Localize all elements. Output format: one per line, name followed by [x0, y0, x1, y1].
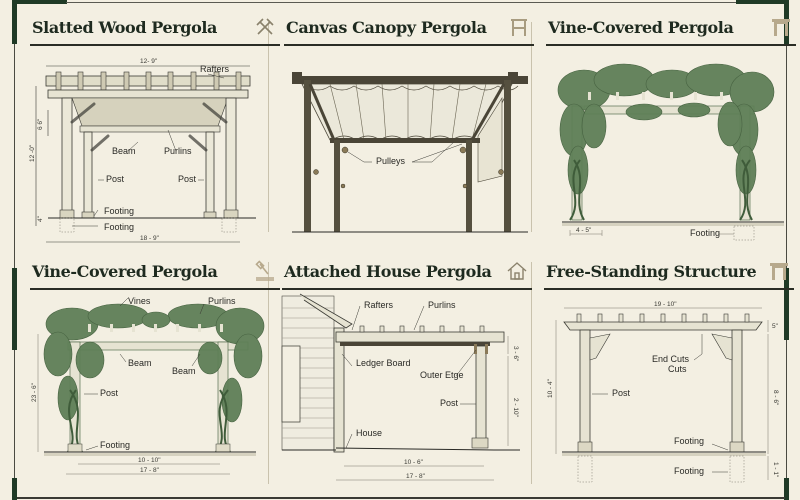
svg-text:18 - 9": 18 - 9": [140, 235, 160, 242]
frame-bar-left-top: [12, 0, 17, 44]
svg-text:12 -0": 12 -0": [29, 144, 36, 162]
svg-text:Footing: Footing: [674, 466, 704, 476]
attached-pergola-drawing: 3 - 6" 2 - 10" 10 - 6" 17 - 8" Rafters P…: [281, 293, 520, 481]
panel-free-standing-structure: Free-Standing Structure 19 - 10" 5" 10 -…: [542, 254, 800, 494]
panel-title: Slatted Wood Pergola: [32, 18, 218, 37]
svg-text:House: House: [356, 428, 382, 438]
panel-attached-house-pergola: Attached House Pergola 3 - 6" 2 - 10" 10…: [280, 254, 538, 494]
svg-text:Ledger Board: Ledger Board: [356, 358, 411, 368]
vine-pergola-drawing: 4 - 5" Footing: [557, 63, 784, 241]
svg-text:Rafters: Rafters: [200, 64, 230, 74]
pergola-frame-icon: [511, 19, 527, 36]
panel-canvas-canopy-pergola: Canvas Canopy Pergola Pulleys: [282, 6, 540, 246]
column-separator: [531, 262, 532, 484]
svg-text:2 - 10": 2 - 10": [512, 398, 519, 418]
column-separator: [531, 22, 532, 232]
svg-text:Beam: Beam: [128, 358, 152, 368]
frame-line-bottom: [17, 497, 785, 499]
svg-text:Footing: Footing: [100, 440, 130, 450]
title-underline: [544, 288, 794, 290]
svg-text:10 - 4": 10 - 4": [547, 378, 554, 398]
frame-bar-right-mid: [784, 268, 789, 340]
svg-text:Purlins: Purlins: [164, 146, 192, 156]
hammers-crossed-icon: [256, 18, 274, 35]
frame-bar-left-mid: [12, 268, 17, 350]
frame-line-top: [66, 2, 736, 3]
svg-text:3 - 6": 3 - 6": [512, 346, 519, 362]
free-standing-drawing: 19 - 10" 5" 10 - 4" 8 - 6" 1 - 1" End Cu…: [547, 301, 779, 483]
svg-text:5": 5": [772, 323, 779, 330]
vine-pergola-dimensioned-drawing: 23 - 6" 10 - 10" 17 - 8" Vines Purlins B…: [31, 296, 265, 475]
svg-text:Footing: Footing: [690, 228, 720, 238]
svg-text:End Cuts: End Cuts: [652, 354, 690, 364]
title-underline: [546, 44, 796, 46]
svg-text:Footing: Footing: [674, 436, 704, 446]
svg-text:Post: Post: [178, 174, 197, 184]
svg-text:Beam: Beam: [172, 366, 196, 376]
svg-text:Vines: Vines: [128, 296, 151, 306]
svg-text:1 - 1": 1 - 1": [772, 462, 779, 478]
panel-title: Free-Standing Structure: [546, 262, 757, 281]
panel-title: Vine-Covered Pergola: [548, 18, 734, 37]
title-underline: [30, 44, 280, 46]
svg-text:Pulleys: Pulleys: [376, 156, 406, 166]
house-icon: [507, 262, 527, 280]
hammer-board-icon: [255, 260, 274, 281]
frame-bar-right-bottom: [784, 478, 789, 500]
svg-text:Post: Post: [440, 398, 459, 408]
svg-text:Purlins: Purlins: [208, 296, 236, 306]
svg-text:8 - 6": 8 - 6": [772, 390, 779, 406]
svg-text:Beam: Beam: [112, 146, 136, 156]
panel-title: Attached House Pergola: [284, 262, 492, 281]
svg-text:12- 9": 12- 9": [140, 58, 158, 65]
column-separator: [268, 262, 269, 484]
title-underline: [30, 288, 280, 290]
column-separator: [268, 22, 269, 232]
svg-text:Cuts: Cuts: [668, 364, 687, 374]
svg-text:19 - 10": 19 - 10": [654, 301, 677, 308]
svg-text:Post: Post: [100, 388, 119, 398]
canvas-canopy-drawing: Pulleys: [292, 72, 528, 233]
svg-text:4 - 5": 4 - 5": [576, 227, 592, 234]
slatted-pergola-drawing: 12- 9" 6 6" 12 -0" 4" 18 - 9": [29, 58, 256, 243]
svg-text:4": 4": [37, 215, 44, 222]
frame-bar-top-right: [736, 0, 786, 4]
svg-text:Footing: Footing: [104, 206, 134, 216]
svg-text:Footing: Footing: [104, 222, 134, 232]
svg-text:6 6": 6 6": [37, 118, 44, 130]
svg-text:Outer Etge: Outer Etge: [420, 370, 464, 380]
frame-bar-top-left: [12, 0, 67, 4]
svg-text:10 - 10": 10 - 10": [138, 457, 161, 464]
svg-text:Rafters: Rafters: [364, 300, 394, 310]
panel-vine-covered-pergola-bottom: Vine-Covered Pergola 23 - 6" 10 - 10" 17…: [28, 254, 286, 494]
svg-text:Post: Post: [612, 388, 631, 398]
svg-text:17 - 8": 17 - 8": [406, 473, 426, 480]
frame-bar-left-bottom: [12, 478, 17, 500]
svg-text:23 - 6": 23 - 6": [31, 382, 38, 402]
title-underline: [284, 44, 534, 46]
panel-slatted-wood-pergola: Slatted Wood Pergola 12- 9" 6 6" 12 -0" …: [28, 6, 286, 246]
svg-text:10 - 6": 10 - 6": [404, 459, 424, 466]
panel-title: Vine-Covered Pergola: [32, 262, 218, 281]
svg-text:17 - 8": 17 - 8": [140, 467, 160, 474]
svg-text:Purlins: Purlins: [428, 300, 456, 310]
pergola-arch-icon: [770, 263, 788, 280]
panel-vine-covered-pergola-top: Vine-Covered Pergola 4 - 5" Footing: [544, 6, 800, 246]
svg-text:Post: Post: [106, 174, 125, 184]
title-underline: [282, 288, 532, 290]
pergola-arch-icon: [772, 19, 790, 36]
panel-title: Canvas Canopy Pergola: [286, 18, 487, 37]
